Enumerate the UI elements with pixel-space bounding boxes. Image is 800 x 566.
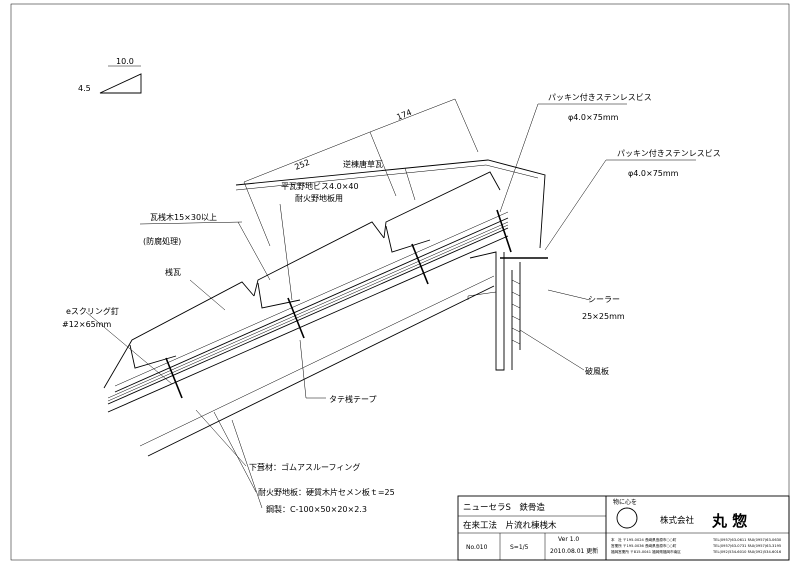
label-barge-board: 破風板 — [585, 366, 609, 376]
label-base-screw-use: 耐火野地板用 — [295, 193, 343, 203]
company-name: 丸 惣 — [711, 512, 747, 530]
title-scale: S=1/5 — [510, 544, 529, 551]
label-screw-a: パッキン付きステンレスビス — [548, 92, 652, 102]
title-version: Ver 1.0 — [558, 536, 579, 543]
label-sealer: シーラー — [588, 295, 620, 304]
title-number: No.010 — [466, 544, 488, 551]
slope-rise-label: 4.5 — [78, 84, 91, 93]
company-address-1: 本 社 〒195-0024 長崎県島原市○○町 — [611, 537, 677, 542]
label-base-screw: 平瓦野地ビス4.0×40 — [281, 181, 359, 191]
title-block: ニューセラS 鉄骨造 在来工法 片流れ棟桟木 No.010 S=1/5 Ver … — [457, 495, 790, 561]
dimension-lines: 252 174 — [243, 98, 479, 247]
roof-tiles — [103, 159, 546, 389]
title-date: 2010.08.01 更新 — [550, 547, 598, 555]
title-method: 在来工法 片流れ棟桟木 — [463, 520, 557, 531]
label-reverse-ridge-tile: 逆棟唐草瓦 — [343, 159, 383, 169]
label-ring-nail-size: #12×65mm — [62, 320, 112, 329]
sheet-border — [10, 3, 790, 561]
label-screw-b-size: φ4.0×75mm — [628, 169, 679, 178]
label-ridge-tile: 桟瓦 — [165, 267, 181, 277]
dimension-252: 252 — [293, 158, 311, 172]
roof-layers — [107, 211, 509, 457]
company-phone-1: TEL(0957)63-0611 FAX(0957)63-0630 — [712, 538, 782, 542]
company-phone-2: TEL(0957)63-0731 FAX(0957)63-3195 — [712, 544, 781, 548]
company-motto: 物に心を — [613, 498, 637, 506]
title-product: ニューセラS 鉄骨造 — [463, 502, 545, 513]
label-fire-board: 耐火野地板：硬質木片セメン板ｔ=25 — [258, 487, 395, 497]
slope-indicator: 10.0 4.5 — [78, 57, 142, 94]
company-prefix: 株式会社 — [660, 515, 695, 526]
company-address-3: 福岡営業所 〒815-0041 福岡県福岡市南区 — [611, 549, 681, 554]
fasteners — [165, 209, 548, 399]
company-logo — [616, 507, 638, 529]
label-batten: 瓦桟木15×30以上 — [150, 212, 217, 222]
leader-lines — [85, 103, 696, 509]
company-address-2: 営業所 〒195-0036 長崎県島原市○○町 — [611, 543, 677, 548]
company-phone-3: TEL(092)534-6010 FAX(092)534-6016 — [712, 550, 782, 554]
dimension-174: 174 — [395, 108, 413, 122]
label-screw-a-size: φ4.0×75mm — [568, 113, 619, 122]
barge-board — [467, 251, 521, 371]
label-sealer-size: 25×25mm — [582, 312, 625, 321]
label-underlay: 下葺材：ゴムアスルーフィング — [249, 462, 360, 472]
label-treatment: (防腐処理) — [143, 236, 181, 246]
label-tate-tape: タテ桟テープ — [329, 394, 377, 404]
label-steel: 鋼製：C-100×50×20×2.3 — [266, 504, 367, 514]
slope-run-label: 10.0 — [116, 57, 134, 66]
label-ring-nail: eスクリング釘 — [66, 306, 119, 316]
label-screw-b: パッキン付きステンレスビス — [617, 148, 721, 158]
